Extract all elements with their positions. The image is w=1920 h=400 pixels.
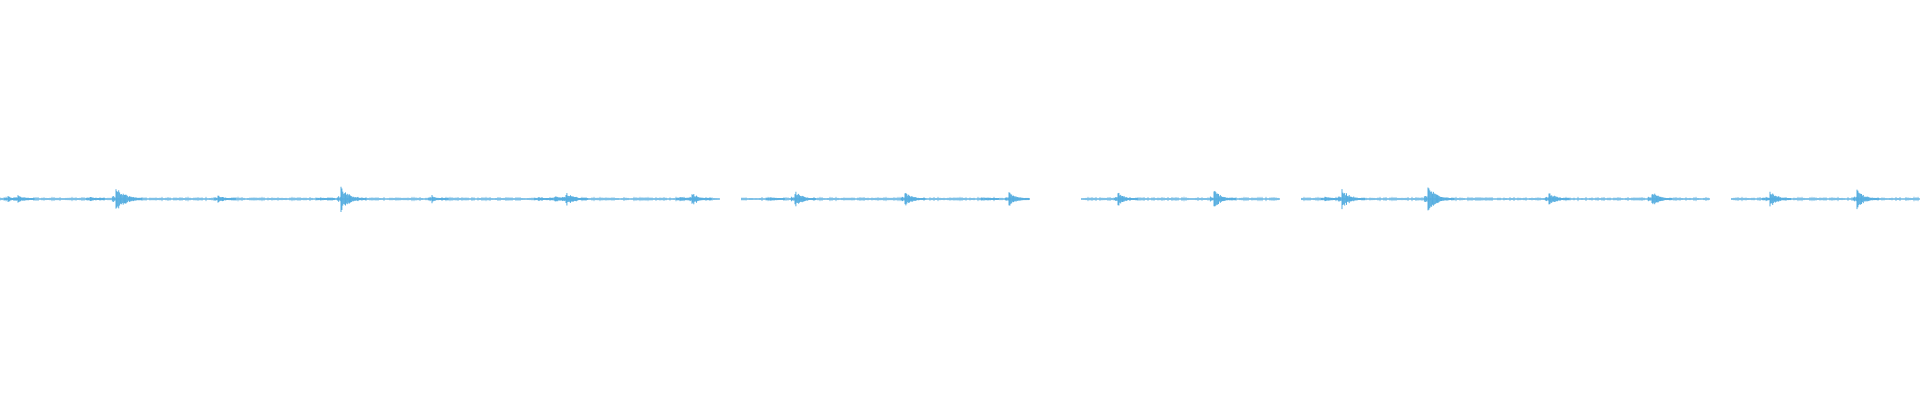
waveform-layer [0, 186, 1920, 212]
